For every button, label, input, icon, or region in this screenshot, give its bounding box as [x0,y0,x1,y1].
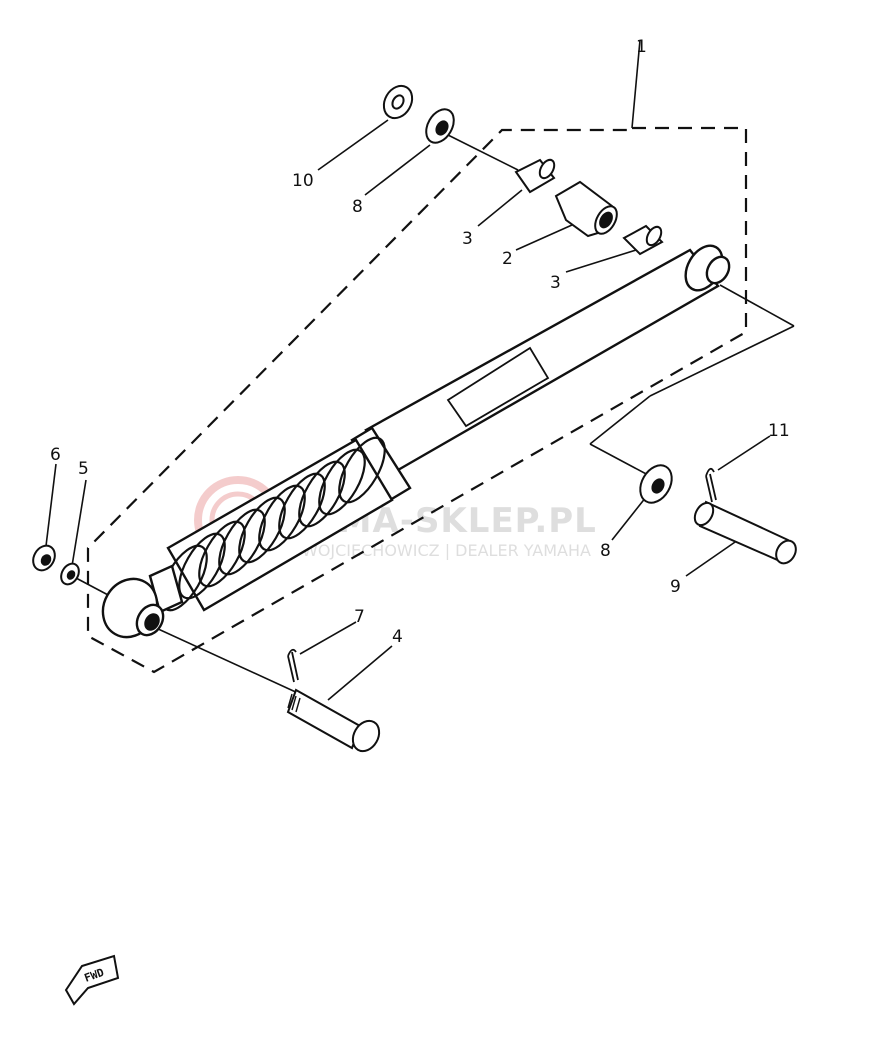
callouts: 1 2 3 3 4 5 6 7 8 8 9 10 11 [50,37,790,647]
assembly-boundary [86,126,748,674]
part-8-washer-top [425,108,455,144]
callout-2: 2 [502,249,513,269]
part-3-collar-upper [514,158,556,194]
part-7-cotter-pin [287,648,299,683]
leader-lines [45,39,795,701]
callout-4: 4 [392,627,403,647]
part-6-nut [32,544,56,572]
callout-11: 11 [768,421,790,441]
part-5-washer [60,562,80,586]
callout-9: 9 [670,577,681,597]
part-3-collar-lower [622,224,664,256]
callout-8-lower: 8 [600,541,611,561]
watermark-sub: WOJCIECHOWICZ | DEALER YAMAHA [302,541,591,560]
callout-3-lower: 3 [550,273,561,293]
rear-shock-absorber-icon [101,244,731,639]
callout-8-top: 8 [352,197,363,217]
callout-5: 5 [78,459,89,479]
part-10-washer [382,84,414,120]
part-2-bushing [554,180,618,238]
part-9-pin [693,500,797,565]
part-11-cotter-pin [705,467,717,503]
callout-3-upper: 3 [462,229,473,249]
part-8-washer-lower [639,464,673,504]
fwd-arrow-icon: FWD [64,954,120,1006]
callout-1: 1 [636,37,647,57]
callout-10: 10 [292,171,314,191]
callout-6: 6 [50,445,61,465]
callout-7: 7 [354,607,365,627]
part-4-bolt [286,688,381,753]
